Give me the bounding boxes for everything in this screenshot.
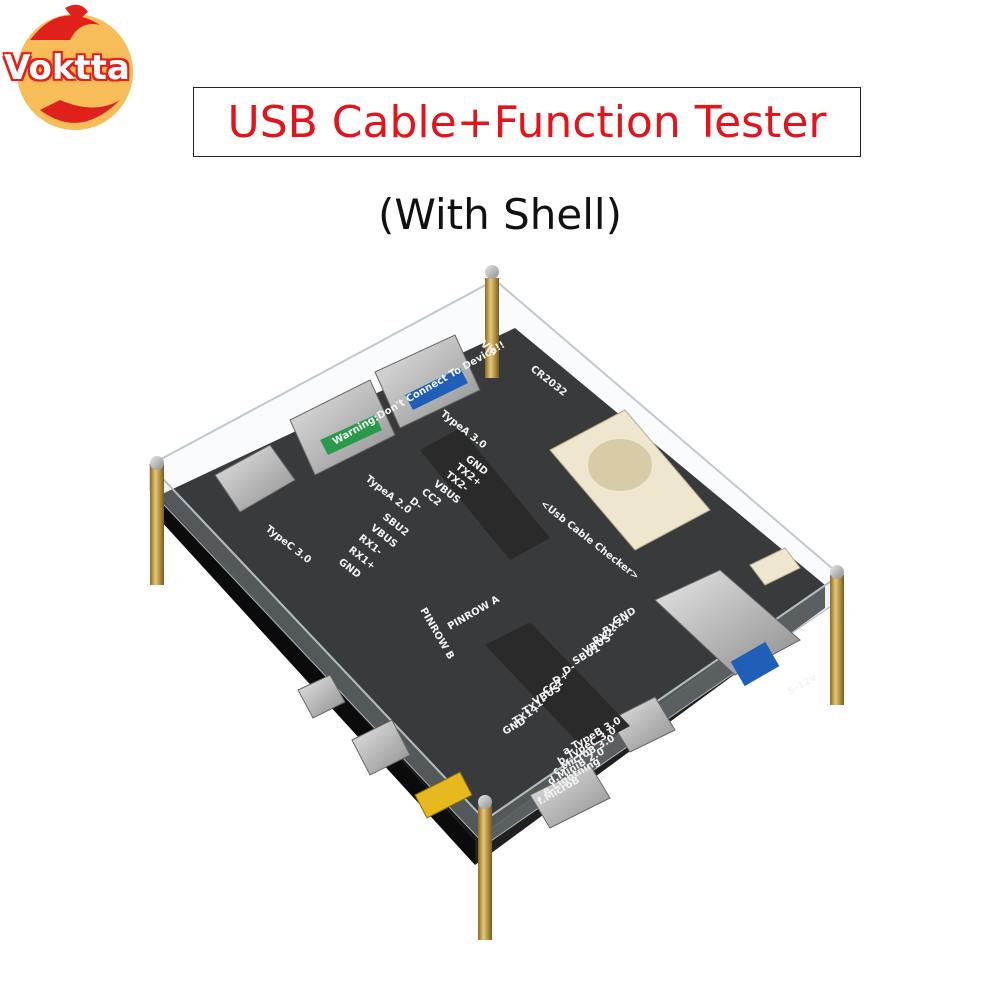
pin-row-b <box>485 622 630 750</box>
micro-b3-port <box>529 764 611 829</box>
page-title: USB Cable+Function Tester <box>227 96 827 148</box>
power-connector <box>749 547 801 586</box>
brand-logo: Voktta <box>0 0 175 135</box>
usb-a2-port <box>289 379 396 476</box>
logo-mark <box>17 4 133 130</box>
svg-text:D-: D- <box>561 662 577 678</box>
usb-a3-port <box>374 334 481 429</box>
port-legend: a.TypeB 3.0 b.TypeC 3.0 c.MicroB 3.0 d.M… <box>536 715 623 807</box>
usb-tester-illustration: PINROW A PINROW B <Usb Cable Checker> CR… <box>148 265 844 940</box>
pin-row-a <box>420 428 550 560</box>
page-subtitle: (With Shell) <box>378 190 622 239</box>
logo-text: Voktta <box>4 48 130 88</box>
product-image: PINROW A PINROW B <Usb Cable Checker> CR… <box>120 250 880 950</box>
battery-holder <box>549 409 711 551</box>
voltage-label: 5-12v <box>786 672 819 698</box>
micro-usb-port <box>297 674 346 719</box>
lightning-port <box>414 771 473 819</box>
title-box: USB Cable+Function Tester <box>193 87 861 157</box>
brass-standoffs <box>150 265 844 940</box>
mini-usb-port <box>351 719 411 776</box>
usb-b3-port <box>654 569 801 687</box>
usb-c-port <box>214 444 296 513</box>
type-c3-port-right <box>609 696 676 753</box>
